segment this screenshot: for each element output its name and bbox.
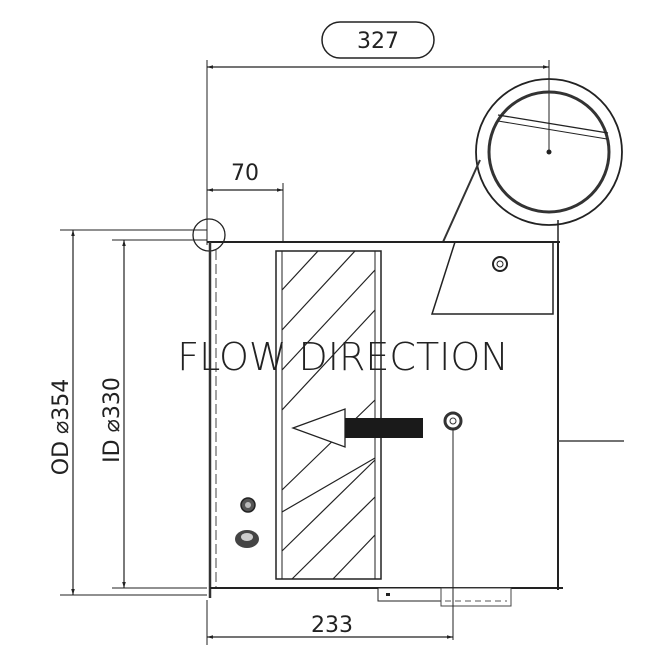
mounting-bracket: [430, 241, 554, 315]
dimension-label-70: 70: [231, 161, 259, 186]
dimension-label-od: OD ⌀354: [49, 379, 74, 476]
dimension-label-327: 327: [357, 29, 399, 54]
dimension-outlet-offset: 233: [206, 600, 453, 645]
flow-direction-arrow-icon: [291, 408, 423, 448]
dimension-overall-length: 327: [206, 21, 550, 245]
dimension-inlet-offset: 70: [207, 161, 284, 242]
fittings: [235, 411, 463, 640]
dimension-outer-diameter: OD ⌀354: [49, 229, 207, 596]
dimension-inner-diameter: ID ⌀330: [100, 239, 207, 589]
dimension-label-233: 233: [311, 613, 353, 638]
outlet-pipe: [442, 78, 623, 243]
dimension-label-id: ID ⌀330: [100, 377, 125, 463]
muffler-body: [207, 241, 624, 607]
flow-direction-label: FLOW DIRECTION: [177, 335, 508, 379]
filter-element: [275, 250, 382, 580]
